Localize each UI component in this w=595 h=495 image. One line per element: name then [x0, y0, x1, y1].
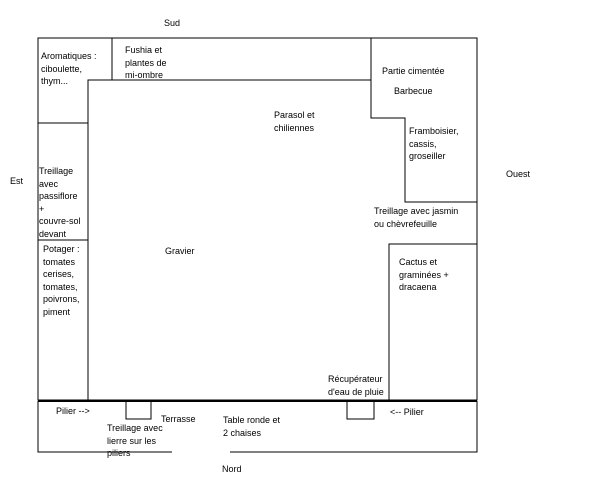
north-label: Nord	[222, 464, 242, 474]
gravel-area-outline	[87, 79, 477, 400]
terrace-outline	[37, 401, 478, 453]
rainwater-label: Récupérateur d'eau de pluie	[328, 374, 384, 397]
pillar-left	[125, 400, 152, 420]
parasol-label: Parasol et chiliennes	[274, 110, 315, 133]
gravel-label: Gravier	[165, 246, 195, 256]
east-label: Est	[10, 176, 24, 186]
pillar-right	[346, 400, 375, 420]
fuchsia-label: Fushia et plantes de mi-ombre	[125, 45, 167, 80]
trellis-west-label: Treillage avec jasmin ou chèvrefeuille	[374, 206, 459, 229]
berries-label: Framboisier, cassis, groseiller	[409, 126, 459, 161]
cactus-label: Cactus et graminées + dracaena	[399, 257, 449, 292]
pillar-left-label: Pilier -->	[56, 406, 90, 416]
west-label: Ouest	[506, 169, 531, 179]
cemented-label: Partie cimentée	[382, 66, 445, 76]
cactus-bed-outline	[388, 243, 477, 400]
pillar-right-label: <-- Pilier	[390, 407, 424, 417]
trellis-east-label: Treillage avec passiflore + couvre-sol d…	[39, 166, 81, 239]
ivy-trellis-label: Treillage avec lierre sur les piliers	[107, 423, 163, 458]
terrace-label: Terrasse	[161, 414, 196, 424]
vegetable-label: Potager : tomates cerises, tomates, poiv…	[43, 244, 80, 317]
table-label: Table ronde et 2 chaises	[223, 415, 281, 438]
aromatic-label: Aromatiques : ciboulette, thym...	[41, 51, 97, 86]
barbecue-label: Barbecue	[394, 86, 433, 96]
south-label: Sud	[164, 18, 181, 28]
